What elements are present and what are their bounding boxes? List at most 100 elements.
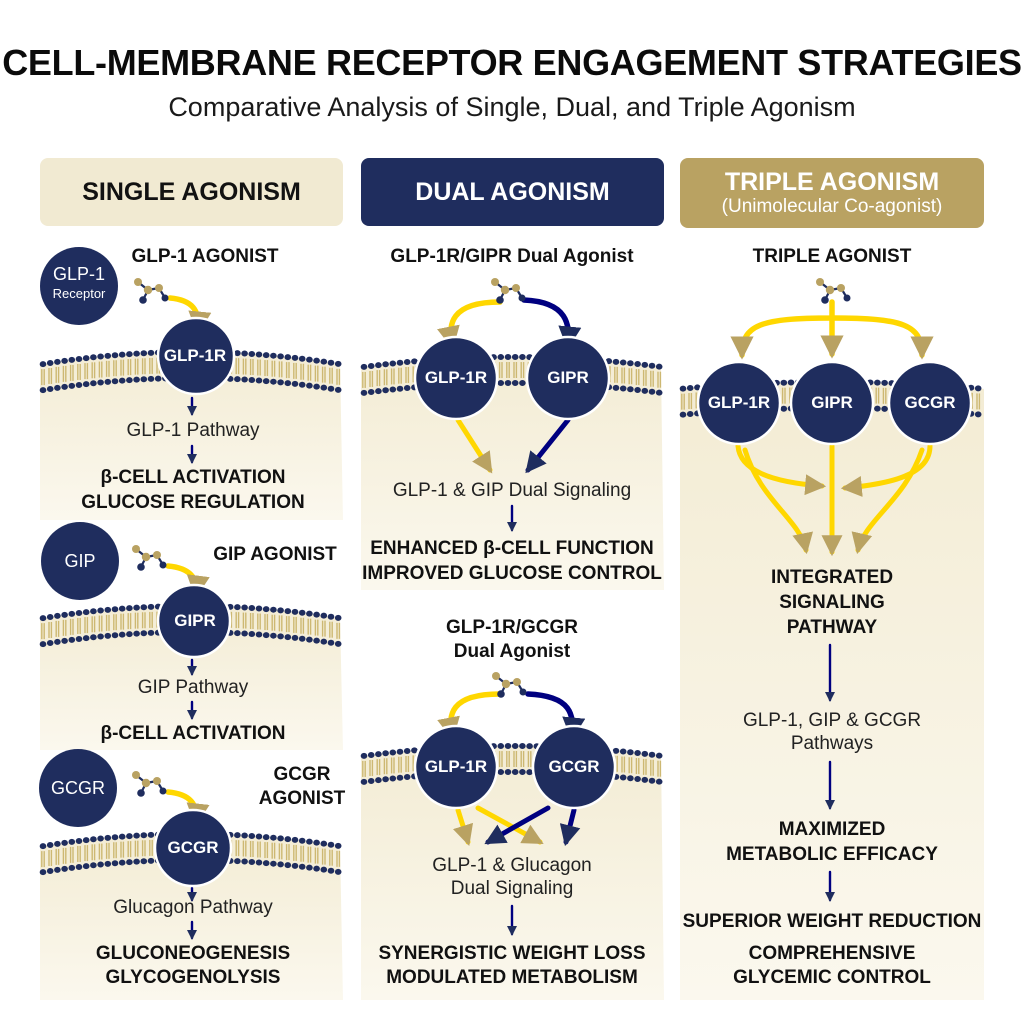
lipid-head [97,633,104,640]
lipid-head [360,389,368,396]
lipid-head [511,769,519,776]
lipid-head [234,350,241,357]
lipid-head [291,862,299,869]
lipid-head [104,834,112,841]
lipid-head [679,411,687,418]
header-triple-agonism: TRIPLE AGONISM (Unimolecular Co-agonist) [680,158,984,228]
lipid-head [46,359,54,366]
lipid-head [277,607,284,614]
dual-b-outcome-1: SYNERGISTIC WEIGHT LOSS [378,943,646,964]
lipid-head [497,354,505,361]
lipid-head [111,606,119,613]
lipid-head [619,385,627,392]
molecule-atom [497,690,505,698]
lipid-head [881,405,888,412]
molecule-atom [153,551,161,559]
lipid-head [874,379,881,386]
triple-arrow-to-gcgr [829,315,934,360]
lipid-head [133,630,140,637]
lipid-head [270,378,277,385]
molecule-atom [843,294,851,302]
molecule-atom [500,285,510,295]
lipid-head [627,775,634,782]
lipid-head [54,384,61,391]
triple-outcome-2: COMPREHENSIVE [748,943,916,964]
glp1-ligand-label-line1: GLP-1 [52,264,106,284]
lipid-head [526,743,533,750]
lipid-head [111,860,119,867]
lipid-head [46,841,54,848]
lipid-head [648,751,656,758]
lipid-head [126,605,133,612]
molecule-atom [161,294,169,302]
gip-agonist-label: GIP AGONIST [213,544,337,565]
lipid-head [147,831,155,838]
dual-b-agonist-molecule [492,672,527,698]
lipid-head [641,361,649,368]
lipid-head [140,350,148,357]
lipid-head [262,352,270,359]
molecule-atom [825,285,835,295]
maximized-efficacy-label-2: METABOLIC EFFICACY [726,844,938,865]
lipid-head [140,604,148,611]
lipid-head [320,612,328,619]
lipid-head [147,375,155,382]
triple-agonist-label: TRIPLE AGONIST [752,246,912,267]
lipid-head [382,750,389,757]
lipid-head [270,632,277,639]
lipid-head [497,380,505,387]
header-triple-title: TRIPLE AGONISM [724,168,940,196]
lipid-head [284,380,292,387]
lipid-head [68,610,76,617]
lipid-head [367,362,375,369]
lipid-head [655,363,663,370]
lipid-head [147,349,155,356]
lipid-head [234,858,241,865]
dual-a-glp1r-receptor [413,335,499,421]
dual-b-gcgr-signal-arrow [559,807,581,847]
lipid-head [39,615,47,622]
lipid-head [111,378,119,385]
lipid-head [154,375,162,382]
lipid-head [68,382,76,389]
lipid-head [306,636,313,643]
lipid-head [140,832,148,839]
dual-b-outcome-2: MODULATED METABOLISM [386,967,638,988]
molecule-atom [159,787,167,795]
lipid-head [306,382,313,389]
page-title: CELL-MEMBRANE RECEPTOR ENGAGEMENT STRATE… [2,42,1022,83]
lipid-head [90,608,97,615]
dual-a-gipr-signal-arrow [525,417,571,474]
dual-a-agonist-molecule [491,278,526,304]
lipid-head [360,752,368,759]
lipid-head [382,387,389,394]
lipid-head [39,387,47,394]
dual-a-glp1r-signal-arrow [455,417,493,474]
triple-arrow-to-glp1r [742,299,835,355]
lipid-head [104,860,112,867]
lipid-head [313,611,320,618]
lipid-head [389,775,397,782]
header-dual-agonism: DUAL AGONISM [361,158,664,226]
lipid-head [82,837,90,844]
lipid-head [334,386,342,393]
lipid-head [284,862,292,869]
lipid-head [75,837,83,844]
lipid-head [234,604,241,611]
lipid-head [648,777,656,784]
dual-b-agonist-label-2: Dual Agonist [453,641,571,662]
dual-a-receptor-label-1: GLP-1R [424,368,488,387]
lipid-head [519,380,526,387]
lipid-head [277,379,284,386]
lipid-head [320,358,328,365]
glp1-pathway-label: GLP-1 Pathway [126,420,260,441]
lipid-head [360,363,368,370]
lipid-head [241,832,248,839]
lipid-head [90,380,97,387]
lipid-head [61,865,68,872]
lipid-head [403,384,411,391]
lipid-head [519,354,526,361]
dual-b-glp1r-receptor [413,724,499,810]
lipid-head [97,379,104,386]
lipid-head [118,631,126,638]
